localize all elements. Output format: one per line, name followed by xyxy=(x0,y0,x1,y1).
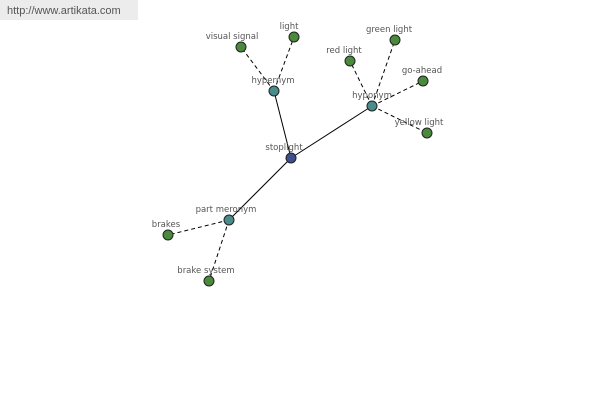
label-visual-signal: visual signal xyxy=(206,32,259,42)
edges xyxy=(167,36,428,282)
node-hyponym[interactable] xyxy=(366,100,378,112)
label-red-light: red light xyxy=(326,46,362,56)
label-stoplight: stoplight xyxy=(265,143,303,153)
node-brake-system[interactable] xyxy=(203,275,215,287)
node-go-ahead[interactable] xyxy=(417,75,429,87)
edge-hypernym-visual-signal xyxy=(240,46,275,92)
edge-hyponym-red-light xyxy=(349,60,373,107)
node-light[interactable] xyxy=(288,31,300,43)
node-hypernym[interactable] xyxy=(268,85,280,97)
label-part-meronym: part meronym xyxy=(196,205,257,215)
url-banner: http://www.artikata.com xyxy=(0,0,138,20)
node-stoplight[interactable] xyxy=(285,152,297,164)
edge-part-meronym-brakes xyxy=(167,219,230,236)
node-yellow-light[interactable] xyxy=(421,127,433,139)
label-brakes: brakes xyxy=(152,220,181,230)
edge-center-hypernym xyxy=(273,90,292,159)
node-part-meronym[interactable] xyxy=(223,214,235,226)
labels: stoplight hypernym visual signal light hypon… xyxy=(152,22,444,276)
label-hyponym: hyponym xyxy=(352,91,392,101)
edge-hyponym-go-ahead xyxy=(371,80,424,107)
label-brake-system: brake system xyxy=(177,266,234,276)
node-green-light[interactable] xyxy=(389,34,401,46)
edge-hyponym-green-light xyxy=(371,39,396,107)
label-hypernym: hypernym xyxy=(251,76,294,86)
edge-hyponym-yellow-light xyxy=(371,105,428,134)
edge-hypernym-light xyxy=(273,36,295,92)
label-light: light xyxy=(280,22,300,32)
node-red-light[interactable] xyxy=(344,55,356,67)
edge-part-meronym-brake-system xyxy=(208,219,230,282)
label-go-ahead: go-ahead xyxy=(402,66,442,76)
label-green-light: green light xyxy=(366,25,413,35)
label-yellow-light: yellow light xyxy=(395,118,444,128)
nodes xyxy=(162,31,433,287)
node-visual-signal[interactable] xyxy=(235,41,247,53)
node-brakes[interactable] xyxy=(162,229,174,241)
url-link[interactable]: http://www.artikata.com xyxy=(7,5,121,17)
edge-center-part-meronym xyxy=(228,157,292,221)
edge-center-hyponym xyxy=(290,105,373,159)
